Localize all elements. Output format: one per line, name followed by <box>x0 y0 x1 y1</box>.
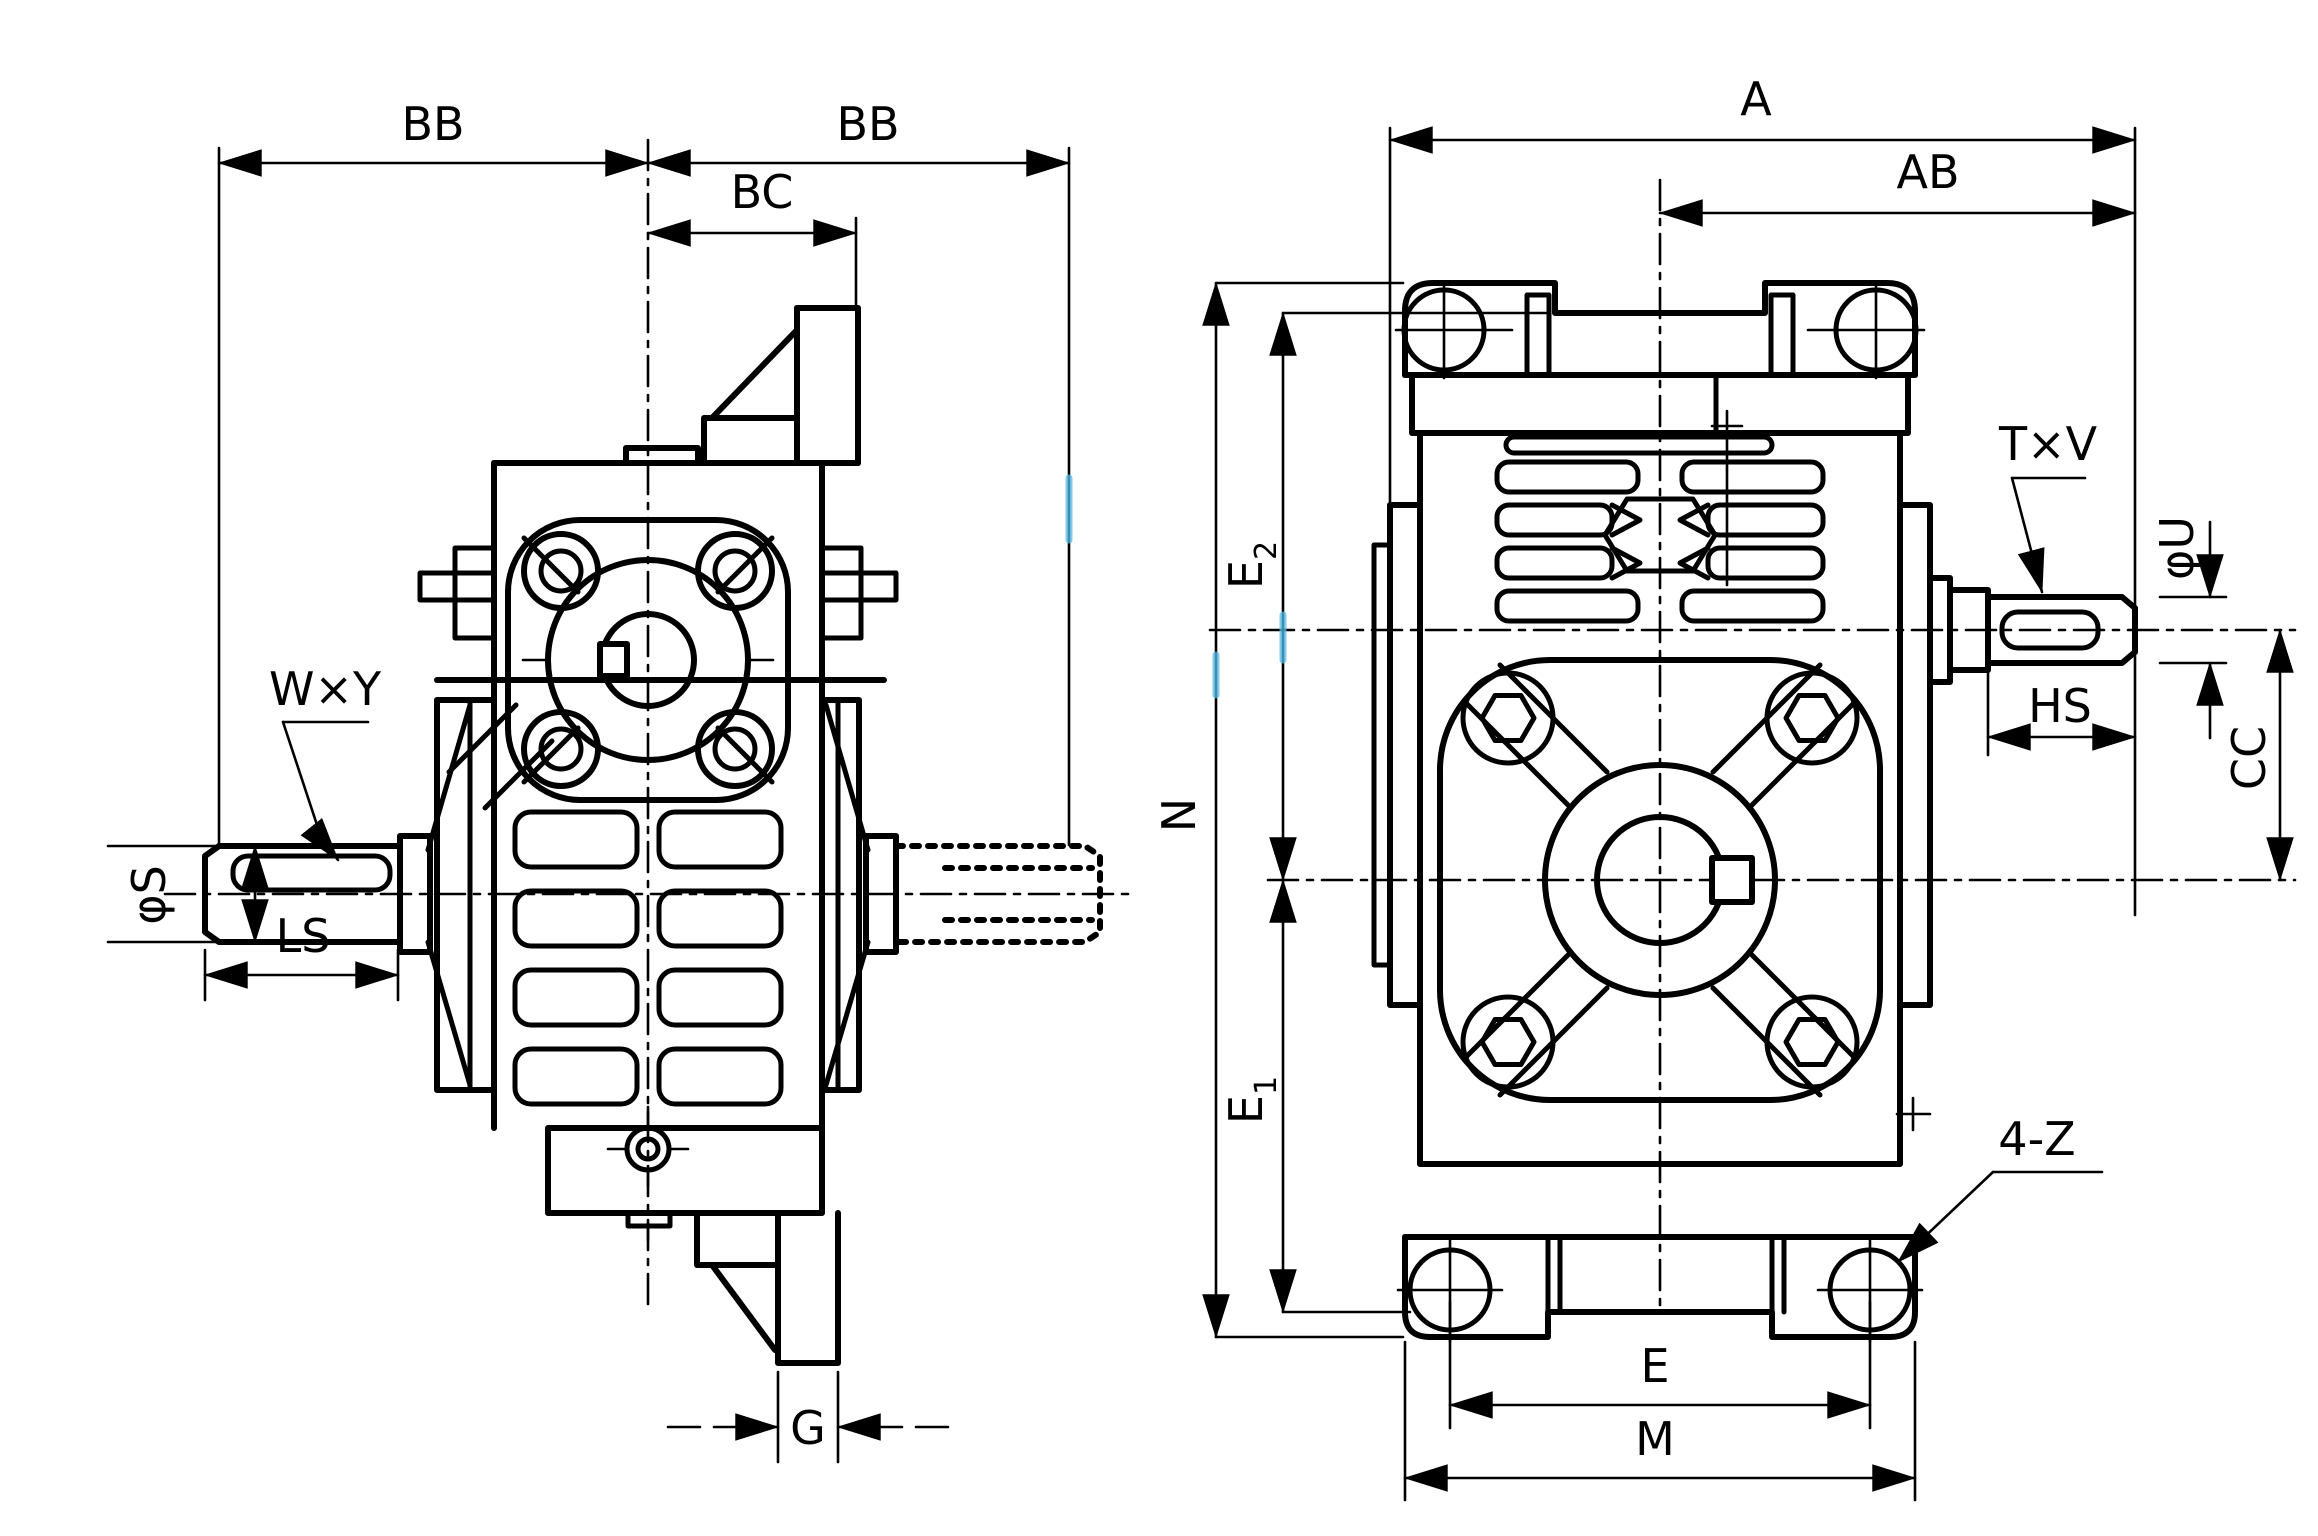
lv-dim-ls: LS <box>203 909 400 1002</box>
lv-centerlines <box>163 138 1132 1312</box>
foot-hole-label-4z: 4-Z <box>1998 1112 2075 1166</box>
lv-label-wxy: W×Y <box>269 662 382 862</box>
cover-bolt <box>695 531 775 611</box>
rv-top-flange <box>1394 280 1926 436</box>
rv-dim-cc: CC <box>2222 628 2294 882</box>
dim-label-bb-left: BB <box>401 97 464 151</box>
rv-dim-n: N <box>1152 281 1405 1339</box>
dim-label-a: A <box>1740 72 1772 126</box>
scan-artifacts <box>1065 474 1287 699</box>
rv-dim-e: E <box>1448 1300 1872 1430</box>
lv-side-tabs <box>417 545 899 641</box>
lv-cooling-fins <box>512 809 784 1107</box>
dim-label-ab: AB <box>1896 145 1959 199</box>
rv-side-plate-right <box>1897 502 1933 1008</box>
drain-plug <box>1895 1096 1932 1132</box>
dim-label-m: M <box>1635 1412 1675 1466</box>
e1-base: E <box>1219 1095 1273 1124</box>
input-shaft-keyway <box>1999 609 2101 651</box>
dim-label-g: G <box>790 1401 826 1455</box>
lv-shaft-flange-left <box>397 697 497 1093</box>
dim-label-ls: LS <box>276 909 331 963</box>
dim-label-phi-u: φU <box>2150 516 2204 580</box>
right-view: A AB N E2 E1 T×V φU <box>1152 72 2297 1502</box>
rv-front-face <box>1437 657 1883 1103</box>
lv-dim-phi-s: φS <box>106 844 284 944</box>
vent-plug <box>1710 409 1744 587</box>
face-bolt-hex <box>1460 670 1860 1090</box>
oil-drain-plug <box>606 1105 690 1242</box>
rv-dim-a: A <box>1388 72 2137 917</box>
lv-dim-g: G <box>666 1370 950 1464</box>
lv-motor-bracket-top <box>701 305 861 466</box>
cover-bolt <box>521 531 601 611</box>
lv-housing <box>417 445 899 1242</box>
lv-mounting-bracket-bottom <box>694 1210 841 1366</box>
dim-label-hs: HS <box>2028 679 2092 733</box>
cover-bolt <box>521 709 601 789</box>
worm-shaft-keyway <box>597 641 630 679</box>
keyway-label-txv: T×V <box>1998 417 2098 471</box>
rv-dim-ab: AB <box>1658 145 2137 227</box>
dim-label-bb-right: BB <box>836 97 899 151</box>
oil-plug-hex <box>1602 496 1718 574</box>
rv-label-4z: 4-Z <box>1896 1112 2104 1264</box>
e2-subscript: 2 <box>1249 541 1284 560</box>
dim-label-n: N <box>1152 798 1206 832</box>
output-bore-keyway <box>1709 855 1755 905</box>
lv-hidden-shaft-extension <box>893 843 1103 945</box>
dim-label-cc: CC <box>2222 726 2276 790</box>
dim-label-e: E <box>1640 1339 1669 1393</box>
dim-label-e2: E2 <box>1219 541 1284 589</box>
dim-label-phi-s: φS <box>122 865 176 925</box>
lv-dim-bc: BC <box>646 165 858 307</box>
e2-base: E <box>1219 560 1273 589</box>
rv-base <box>1396 1234 1924 1344</box>
rv-label-txv: T×V <box>1998 417 2098 594</box>
cover-bolt <box>695 709 775 789</box>
dim-label-e1: E1 <box>1219 1076 1284 1124</box>
rv-cooling-fins <box>1494 434 1826 624</box>
lv-dim-bb-left: BB <box>217 97 650 847</box>
rv-dim-m: M <box>1403 1340 1917 1502</box>
left-view: BB BB BC φS LS G W×Y <box>106 97 1132 1464</box>
lv-worm-bearing-cover <box>446 517 791 811</box>
rv-dim-e1: E1 <box>1219 878 1412 1314</box>
keyway-label-wxy: W×Y <box>269 662 382 716</box>
rv-side-plate-left <box>1371 502 1423 1008</box>
rv-dim-phi-u: φU <box>2150 516 2228 740</box>
dim-label-bc: BC <box>731 165 794 219</box>
e1-subscript: 1 <box>1249 1076 1284 1095</box>
rv-dim-e2: E2 <box>1219 311 1550 882</box>
lv-shaft-flange-right <box>819 697 899 1093</box>
shaft-keyway <box>230 853 393 893</box>
rv-dim-hs: HS <box>1986 671 2137 757</box>
